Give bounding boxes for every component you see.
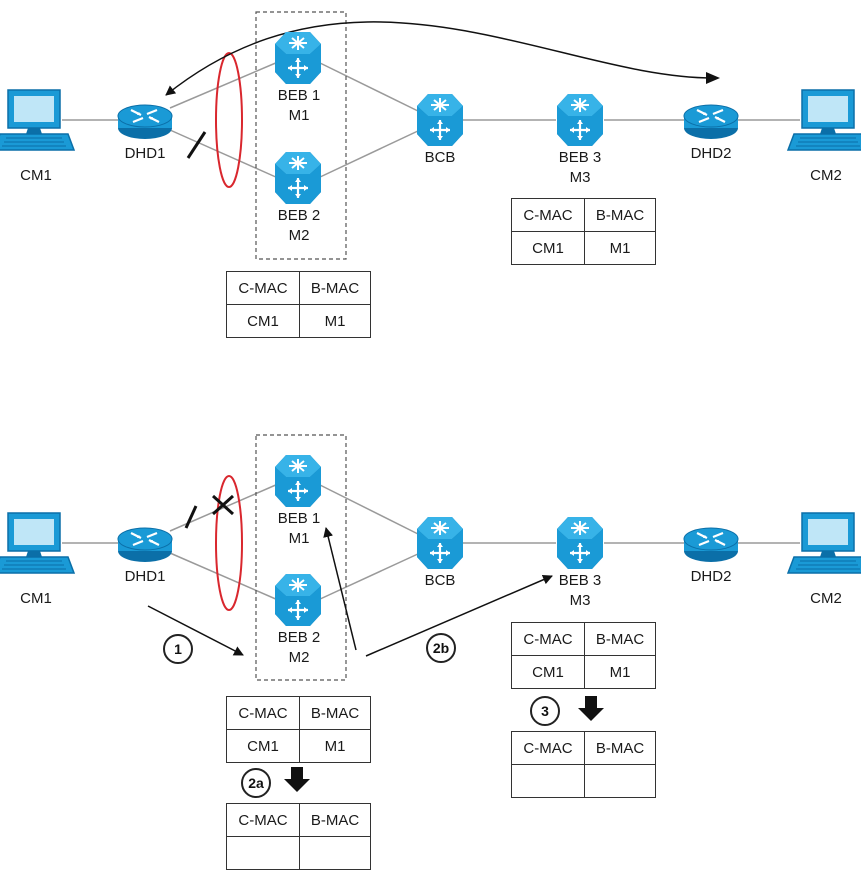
step-3-badge: 3 [530, 696, 560, 726]
table-cell: M1 [584, 231, 656, 265]
bottom-beb1-label: BEB 1 [278, 510, 321, 527]
table-cell: CM1 [226, 729, 300, 763]
top-beb3-switch-icon [555, 92, 605, 148]
table-cell: M1 [299, 729, 371, 763]
top-lag-ring [215, 52, 243, 188]
table-cell: M1 [299, 304, 371, 338]
step-2a-badge: 2a [241, 768, 271, 798]
bottom-step2b-arrow [365, 574, 553, 657]
bottom-beb12-flushed-mac-table: C-MAC B-MAC [226, 803, 371, 870]
bottom-bcb-label: BCB [425, 572, 456, 589]
top-beb-group-box [255, 11, 347, 260]
top-flow-arrow [165, 21, 718, 96]
bottom-beb2-switch-icon [273, 572, 323, 628]
table-cell: M1 [584, 655, 656, 689]
bottom-cm2-label: CM2 [810, 590, 842, 607]
bottom-link-failure-x-icon [211, 494, 235, 516]
top-dhd2-router-icon [682, 103, 740, 141]
table-header-cell: B-MAC [299, 803, 371, 837]
bottom-beb1-switch-icon [273, 453, 323, 509]
bottom-diagram: CM1 DHD1 BEB 1 M1 BEB 2 M2 BCB BEB 3 M3 … [0, 434, 861, 681]
bottom-lag-ring [215, 475, 243, 611]
table-header-cell: B-MAC [584, 731, 656, 765]
top-cm1-label: CM1 [20, 167, 52, 184]
top-dhd2-label: DHD2 [691, 145, 732, 162]
bottom-dhd2-label: DHD2 [691, 568, 732, 585]
table-cell [226, 836, 300, 870]
bottom-beb2-mac-label: M2 [289, 649, 310, 666]
bottom-beb-group-box [255, 434, 347, 681]
table-header-cell: C-MAC [511, 731, 585, 765]
table-cell [511, 764, 585, 798]
table-cell: CM1 [226, 304, 300, 338]
table-cell [299, 836, 371, 870]
table-header-cell: C-MAC [226, 803, 300, 837]
table-header-cell: B-MAC [299, 271, 371, 305]
top-flow-arrow-head-right [706, 72, 720, 84]
bottom-beb3-mac-label: M3 [570, 592, 591, 609]
top-blocked-port-mark [186, 131, 207, 159]
top-beb2-label: BEB 2 [278, 207, 321, 224]
top-dhd1-label: DHD1 [125, 145, 166, 162]
table-header-cell: C-MAC [226, 271, 300, 305]
step-1-badge: 1 [163, 634, 193, 664]
bottom-step1-arrow [147, 605, 244, 656]
bottom-beb3-flushed-mac-table: C-MAC B-MAC [511, 731, 656, 798]
table-header-cell: B-MAC [299, 696, 371, 730]
table-header-cell: B-MAC [584, 622, 656, 656]
bottom-beb3-label: BEB 3 [559, 572, 602, 589]
top-diagram: CM1 DHD1 BEB 1 M1 BEB 2 M2 BCB BEB 3 M3 … [0, 11, 861, 260]
bottom-cm1-label: CM1 [20, 590, 52, 607]
bottom-beb12-mac-table: C-MAC B-MAC CM1 M1 [226, 696, 371, 763]
bottom-dhd2-router-icon [682, 526, 740, 564]
bottom-bcb-switch-icon [415, 515, 465, 571]
top-beb1-label: BEB 1 [278, 87, 321, 104]
top-beb2-mac-label: M2 [289, 227, 310, 244]
table-header-cell: C-MAC [511, 198, 585, 232]
top-beb2-switch-icon [273, 150, 323, 206]
bottom-beb3-switch-icon [555, 515, 605, 571]
bottom-dhd1-router-icon [116, 526, 174, 564]
top-beb3-mac-label: M3 [570, 169, 591, 186]
step-2b-badge: 2b [426, 633, 456, 663]
bottom-step2a-arrow [323, 527, 357, 651]
table-header-cell: C-MAC [226, 696, 300, 730]
top-beb3-mac-table: C-MAC B-MAC CM1 M1 [511, 198, 656, 265]
top-bcb-switch-icon [415, 92, 465, 148]
top-bcb-label: BCB [425, 149, 456, 166]
table-cell [584, 764, 656, 798]
top-beb1-switch-icon [273, 30, 323, 86]
table-header-cell: C-MAC [511, 622, 585, 656]
top-beb3-label: BEB 3 [559, 149, 602, 166]
bottom-beb2-label: BEB 2 [278, 629, 321, 646]
top-dhd1-router-icon [116, 103, 174, 141]
bottom-blocked-port-mark [184, 505, 198, 529]
bottom-dhd1-label: DHD1 [125, 568, 166, 585]
top-cm2-label: CM2 [810, 167, 842, 184]
top-beb12-mac-table: C-MAC B-MAC CM1 M1 [226, 271, 371, 338]
table-header-cell: B-MAC [584, 198, 656, 232]
bottom-beb1-mac-label: M1 [289, 530, 310, 547]
table-cell: CM1 [511, 231, 585, 265]
top-beb1-mac-label: M1 [289, 107, 310, 124]
table-cell: CM1 [511, 655, 585, 689]
top-links [62, 61, 800, 179]
bottom-beb3-mac-table: C-MAC B-MAC CM1 M1 [511, 622, 656, 689]
